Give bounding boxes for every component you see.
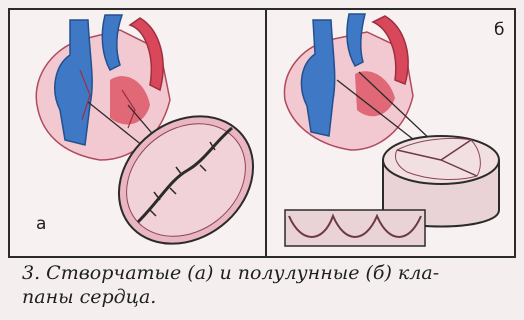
heart-illustration-b	[284, 14, 413, 150]
panel-a-illustration	[10, 10, 265, 256]
panel-b-label: б	[494, 20, 504, 40]
caption-line-2: паны сердца.	[22, 285, 517, 309]
figure-caption: 3. Створчатые (а) и полулунные (б) кла- …	[22, 261, 517, 309]
unrolled-valve-strip	[285, 210, 425, 246]
panel-a-label: а	[36, 214, 46, 234]
panel-b-illustration	[267, 10, 514, 256]
caption-line-1: 3. Створчатые (а) и полулунные (б) кла-	[22, 261, 517, 285]
